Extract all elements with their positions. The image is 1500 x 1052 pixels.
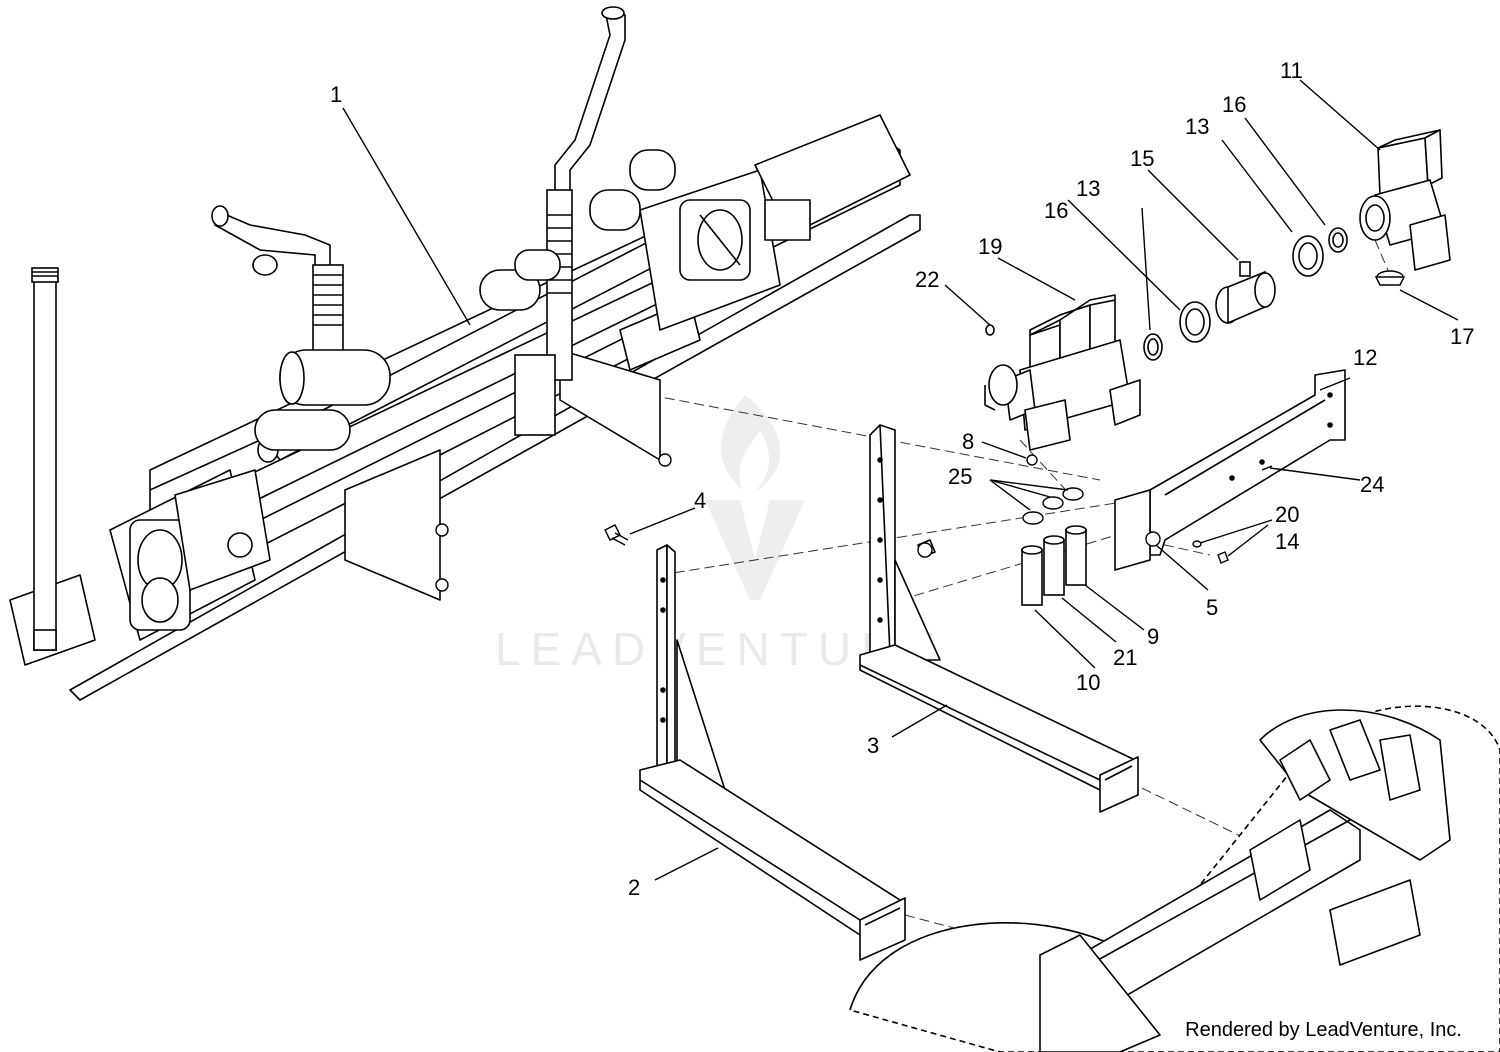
hose-item-21 <box>1043 539 1065 596</box>
callout-24: 24 <box>1360 472 1384 497</box>
callout-19: 19 <box>978 234 1002 259</box>
callout-13b: 13 <box>1185 114 1209 139</box>
clamp-item-25a <box>1022 511 1044 525</box>
hose-fittings-row <box>1143 227 1348 361</box>
callout-labels: 1 2 3 4 5 8 9 10 11 12 13 13 14 15 16 16… <box>330 58 1474 900</box>
callout-20: 20 <box>1275 502 1299 527</box>
callout-16a: 16 <box>1044 198 1068 223</box>
nut-item-4b <box>917 542 933 558</box>
valve-mount-plate <box>1114 369 1346 571</box>
callout-16b: 16 <box>1222 92 1246 117</box>
frame-floor-plate <box>69 214 921 701</box>
callout-5: 5 <box>1206 595 1218 620</box>
callout-9: 9 <box>1147 624 1159 649</box>
callout-8: 8 <box>962 429 974 454</box>
bolt-item-4 <box>604 524 629 546</box>
hose-clamp-17 <box>1374 270 1406 286</box>
callout-15: 15 <box>1130 146 1154 171</box>
callout-10: 10 <box>1076 670 1100 695</box>
callout-1: 1 <box>330 82 342 107</box>
callout-4: 4 <box>694 488 706 513</box>
lap-bar-post-left <box>211 205 391 451</box>
callout-22: 22 <box>915 267 939 292</box>
washer-item-20 <box>1192 540 1202 548</box>
hoses <box>1021 525 1087 606</box>
watermark-v-icon <box>705 500 805 600</box>
callout-13a: 13 <box>1076 176 1100 201</box>
valve-manifold-assembly <box>984 294 1141 451</box>
control-lever-tall <box>479 6 676 436</box>
callout-11: 11 <box>1280 58 1303 83</box>
callout-2: 2 <box>628 875 640 900</box>
steering-column-pipe <box>31 267 59 651</box>
mount-bracket-right <box>859 424 1139 813</box>
mount-bracket-left <box>639 544 906 961</box>
single-valve-assembly <box>1359 129 1451 271</box>
leader-lines <box>342 79 1459 881</box>
clamp-item-25c <box>1062 487 1084 501</box>
callout-17: 17 <box>1450 324 1474 349</box>
nut-item-5 <box>1145 531 1161 547</box>
callout-25: 25 <box>948 464 972 489</box>
watermark: LEADVENTURE <box>495 395 935 675</box>
callout-21: 21 <box>1113 645 1137 670</box>
mower-deck-frame <box>849 705 1500 1052</box>
callout-12: 12 <box>1353 345 1377 370</box>
main-frame-assembly <box>9 114 921 701</box>
hose-item-10 <box>1021 549 1043 606</box>
render-credit: Rendered by LeadVenture, Inc. <box>1185 1019 1462 1041</box>
frame-cross-brace <box>344 449 441 601</box>
hardware-small <box>435 453 1273 592</box>
hose-item-9 <box>1065 529 1087 586</box>
nut-item-8 <box>1026 454 1038 466</box>
callout-3: 3 <box>867 733 879 758</box>
watermark-flame-icon <box>720 395 781 492</box>
screw-item-14 <box>1217 551 1229 564</box>
callout-14: 14 <box>1275 529 1299 554</box>
clamp-item-25b <box>1042 496 1064 510</box>
